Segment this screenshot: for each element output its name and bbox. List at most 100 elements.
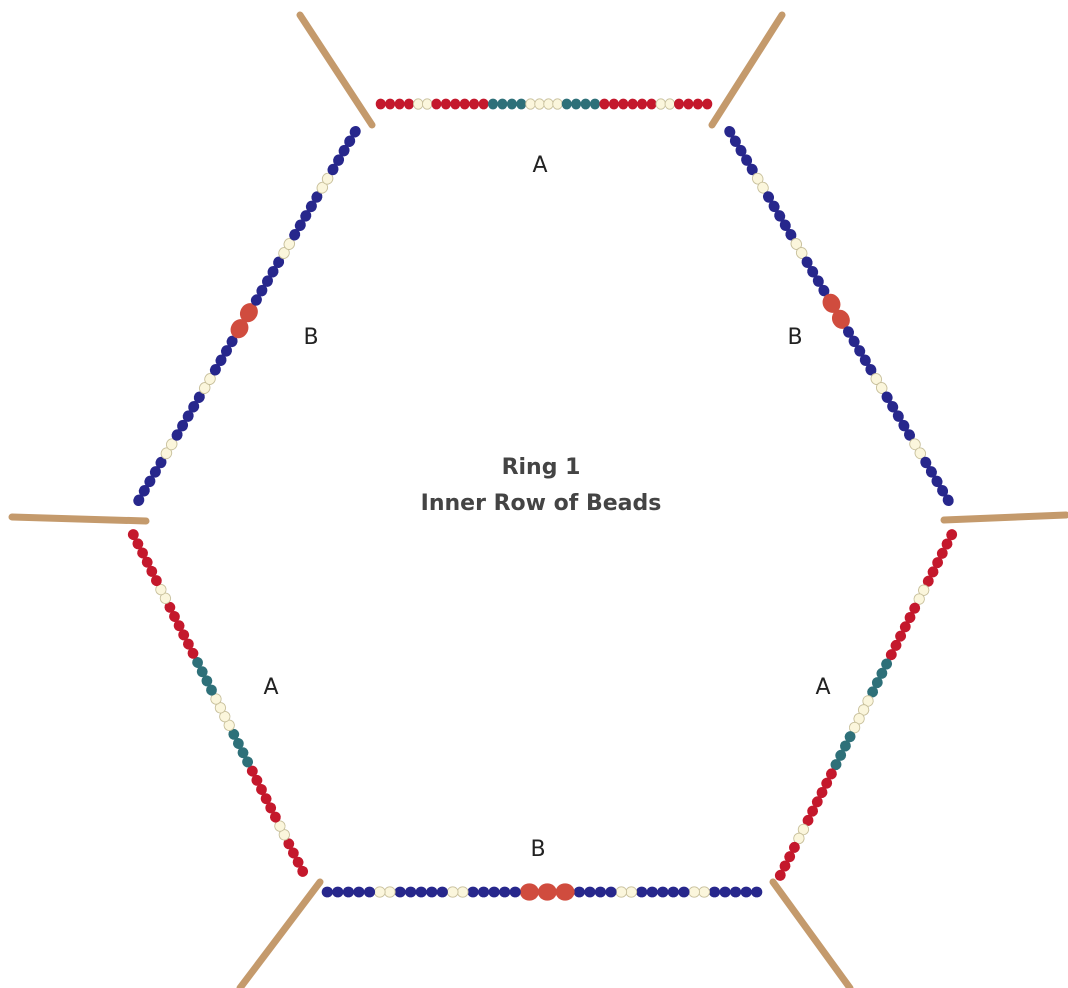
bead-bottom-navy — [678, 886, 690, 898]
side-label-lower-right: A — [815, 675, 830, 700]
bead-upper-left-navy — [344, 135, 356, 147]
bead-bottom-navy — [729, 886, 742, 898]
bead-upper-right-navy — [779, 219, 791, 232]
bead-lower-left-red — [297, 865, 309, 877]
bead-lower-right-red — [922, 575, 934, 587]
bead-top-red — [459, 98, 470, 110]
bead-bottom-navy — [584, 886, 596, 898]
bead-upper-left-navy — [182, 410, 194, 422]
bead-upper-right-navy — [812, 275, 824, 287]
bead-top-cream — [525, 98, 536, 110]
bead-upper-left-navy — [220, 345, 233, 357]
bead-upper-left-coral — [239, 303, 258, 323]
bead-top-red — [469, 98, 480, 110]
bead-bottom-cream — [688, 886, 701, 898]
bead-bottom-cream — [625, 886, 638, 898]
bead-lower-right-red — [927, 566, 939, 578]
bead-upper-right-navy — [818, 284, 830, 297]
bead-lower-left-teal — [232, 738, 244, 749]
bead-lower-right-red — [802, 814, 814, 826]
bead-upper-left-navy — [273, 256, 285, 268]
bead-lower-left-red — [141, 556, 153, 568]
bead-bottom-navy — [605, 886, 617, 898]
bead-lower-left-red — [182, 638, 194, 650]
bead-upper-left-navy — [188, 400, 200, 413]
bead-top-red — [702, 98, 713, 110]
spoke-bottom-right — [769, 878, 854, 988]
bead-top-cream — [534, 98, 545, 110]
bead-lower-left-red — [251, 774, 263, 786]
bead-upper-left-navy — [171, 429, 183, 441]
side-label-upper-left: B — [303, 325, 318, 350]
bead-bottom-navy — [488, 886, 500, 898]
spoke-bottom-left — [236, 878, 324, 988]
bead-upper-left-navy — [193, 391, 205, 403]
bead-upper-left-navy — [305, 200, 317, 213]
bead-lower-left-teal — [192, 657, 204, 668]
bead-bottom-navy — [332, 886, 344, 898]
bead-lower-left-red — [150, 575, 162, 587]
bead-lower-right-teal — [871, 677, 883, 689]
bead-bottom-cream — [373, 886, 386, 898]
bead-upper-right-navy — [801, 256, 813, 268]
bead-upper-right-navy — [762, 191, 775, 203]
bead-upper-right-navy — [729, 135, 741, 147]
bead-upper-right-navy — [807, 265, 819, 278]
bead-upper-left-navy — [333, 154, 345, 166]
bead-top-red — [394, 98, 405, 110]
bead-upper-left-navy — [300, 210, 312, 222]
bead-lower-right-red — [909, 602, 921, 614]
bead-top-red — [618, 98, 629, 110]
bead-upper-left-navy — [294, 219, 306, 232]
bead-bottom-navy — [467, 886, 479, 898]
bead-bottom-navy — [342, 886, 355, 898]
bead-upper-right-navy — [854, 345, 866, 357]
bead-upper-left-navy — [338, 144, 350, 157]
bead-top-teal — [589, 98, 601, 110]
bead-upper-right-navy — [887, 400, 899, 413]
bead-top-teal — [516, 98, 527, 110]
bead-bottom-cream — [383, 886, 396, 898]
bead-bottom-navy — [751, 886, 763, 898]
bead-upper-left-navy — [349, 125, 361, 138]
bead-top-teal — [580, 98, 591, 110]
bead-top-teal — [571, 98, 582, 110]
bead-lower-left-red — [260, 793, 272, 805]
bead-top-red — [375, 98, 386, 110]
bead-bottom-navy — [719, 886, 731, 898]
bead-bottom-cream — [456, 886, 469, 898]
bead-upper-right-navy — [741, 154, 753, 166]
bead-upper-right-navy — [842, 326, 855, 338]
bead-top-red — [692, 98, 703, 110]
bead-lower-right-red — [788, 841, 800, 853]
bead-upper-right-navy — [903, 429, 916, 441]
bead-upper-left-navy — [261, 275, 274, 287]
bead-upper-right-coral — [831, 309, 850, 329]
bead-upper-right-navy — [920, 456, 932, 469]
bead-lower-right-red — [816, 786, 828, 799]
bead-lower-right-red — [899, 621, 911, 633]
bead-lower-right-red — [774, 869, 786, 881]
bead-top-cream — [664, 98, 676, 110]
bead-lower-left-red — [137, 547, 149, 559]
bead-lower-right-red — [811, 796, 823, 808]
bead-bottom-navy — [594, 886, 607, 898]
bead-upper-left-navy — [209, 364, 221, 376]
bead-top-red — [478, 98, 489, 110]
bead-bottom-navy — [657, 886, 669, 898]
bead-lower-left-teal — [196, 666, 208, 678]
bead-top-red — [385, 98, 396, 110]
bead-lower-left-red — [127, 529, 139, 541]
bead-bottom-cream — [446, 886, 459, 898]
bead-bottom-navy — [573, 886, 585, 898]
beads-group — [127, 98, 958, 901]
bead-lower-right-teal — [876, 667, 888, 679]
bead-upper-right-navy — [724, 125, 736, 138]
spokes-group — [8, 11, 1068, 988]
bead-upper-left-coral — [230, 319, 249, 339]
bead-upper-right-coral — [822, 293, 841, 313]
bead-top-red — [608, 98, 619, 110]
bead-lower-right-red — [936, 547, 948, 559]
